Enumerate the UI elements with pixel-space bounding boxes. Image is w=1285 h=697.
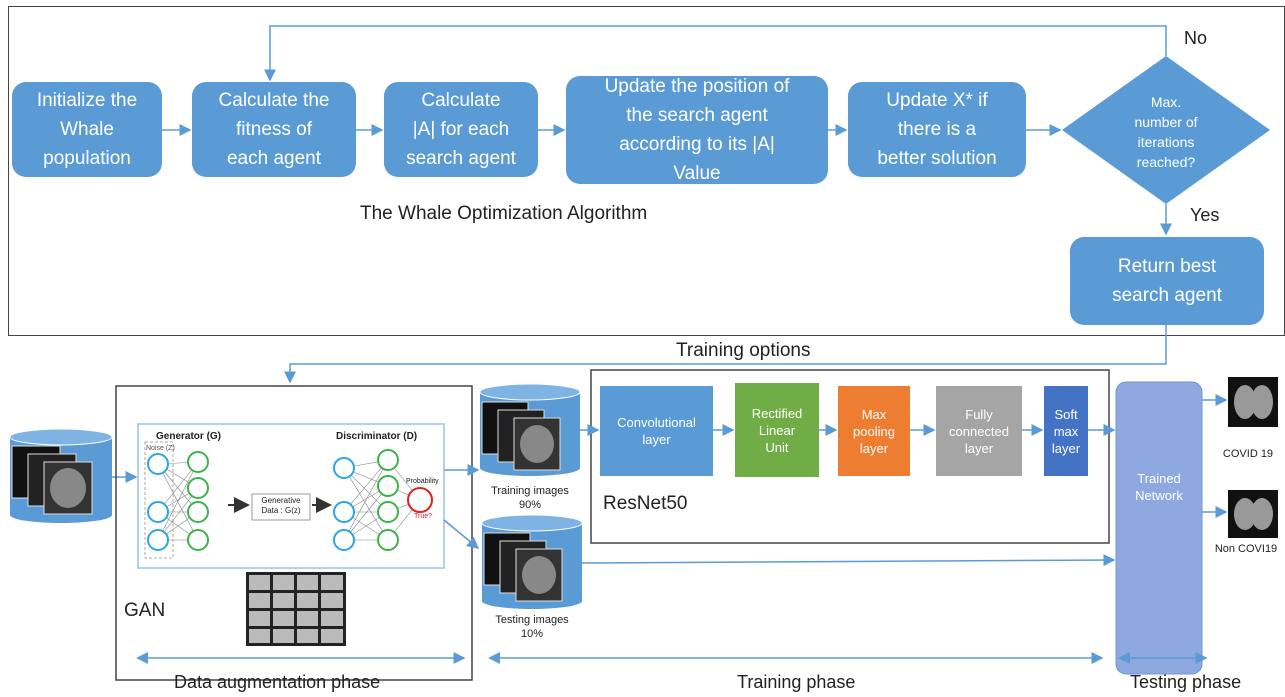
decision-diamond: [1062, 56, 1270, 204]
testing-phase-label: Testing phase: [1130, 672, 1242, 692]
fully-connected-layer: Fully connected layer: [936, 386, 1022, 476]
covid19-output-image: [1228, 377, 1278, 427]
data-augmentation-phase-label: Data augmentation phase: [174, 672, 381, 692]
non-covid19-output-image: [1228, 490, 1278, 538]
gan-frame: [115, 385, 473, 681]
covid19-label: COVID 19: [1222, 448, 1274, 460]
woa-step-fitness: Calculate the fitness of each agent: [192, 82, 356, 177]
no-label: No: [1184, 28, 1208, 48]
gan-true-label: True?: [414, 513, 433, 520]
relu-layer: Rectified Linear Unit: [735, 383, 819, 477]
gan-generator-label: Generator (G): [156, 431, 222, 442]
woa-step-initialize: Initialize the Whale population: [12, 82, 162, 177]
training-images-caption: Training images 90%: [491, 485, 569, 511]
conv-layer: Convolutional layer: [600, 386, 713, 476]
softmax-layer: Soft max layer: [1044, 386, 1088, 476]
training-options-label: Training options: [676, 340, 811, 361]
testing-images-caption: Testing images 10%: [495, 614, 569, 640]
decision-label: Max. number of iterations reached?: [1134, 94, 1198, 170]
woa-step-update-position: Update the position of the search agent …: [566, 76, 828, 184]
gan-generative-label: Generative Data : G(z): [261, 496, 301, 515]
woa-title: The Whale Optimization Algorithm: [360, 203, 648, 224]
return-best-agent: Return best search agent: [1070, 237, 1264, 325]
maxpool-layer: Max pooling layer: [838, 386, 910, 476]
resnet-frame: [590, 369, 1110, 544]
testing-images-cylinder: [481, 514, 583, 609]
gan-label: GAN: [124, 600, 166, 621]
gan-noise-label: Noise (Z): [146, 445, 175, 452]
training-phase-label: Training phase: [737, 672, 856, 692]
resnet-label: ResNet50: [603, 493, 688, 514]
gan-discriminator-label: Discriminator (D): [336, 431, 418, 442]
woa-step-calc-a: Calculate |A| for each search agent: [384, 82, 538, 177]
woa-step-update-x: Update X* if there is a better solution: [848, 82, 1026, 177]
input-ct-cylinder: [9, 428, 113, 523]
non-covid19-label: Non COVI19: [1214, 543, 1278, 555]
gan-sample-grid: [246, 572, 346, 646]
yes-label: Yes: [1190, 205, 1220, 225]
trained-network-label: Trained Network: [1135, 471, 1183, 503]
gan-probability-label: Probability: [406, 478, 439, 485]
trained-network-box: [1115, 381, 1203, 675]
training-images-cylinder: [479, 383, 581, 476]
